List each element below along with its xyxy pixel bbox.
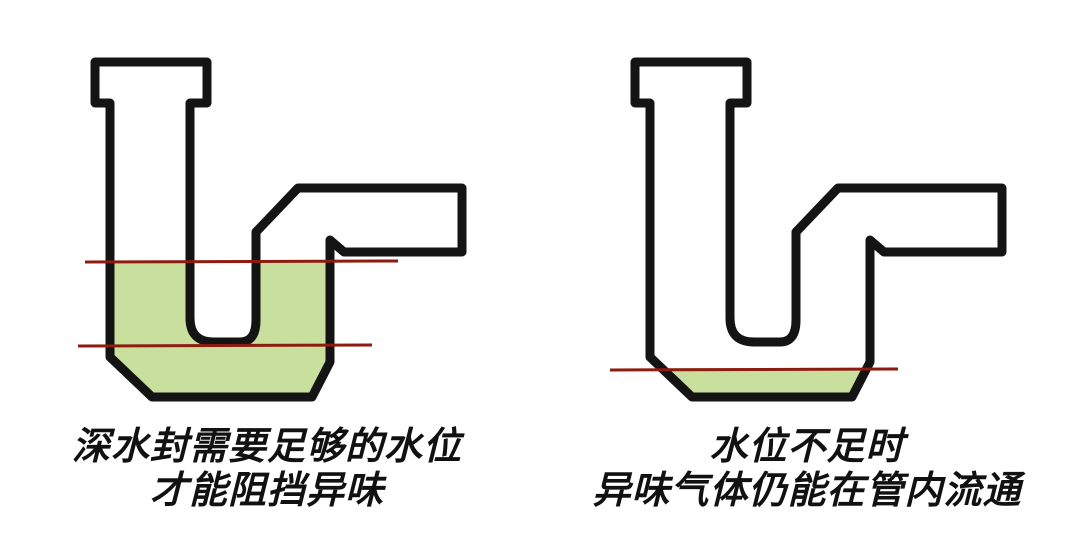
caption-shallow-seal: 水位不足时 异味气体仍能在管内流通 bbox=[552, 424, 1062, 512]
water-level-line-high bbox=[84, 259, 399, 264]
caption-deep-seal-line1: 深水封需要足够的水位 bbox=[71, 424, 462, 468]
pipe-figure-deep-seal bbox=[77, 62, 478, 402]
water-level-line-low bbox=[77, 343, 373, 348]
caption-deep-seal: 深水封需要足够的水位 才能阻挡异味 bbox=[12, 424, 522, 512]
water-level-line-shallow bbox=[609, 367, 899, 372]
pipe-figure-shallow-seal bbox=[609, 62, 1018, 408]
pipe-body-right bbox=[635, 62, 1002, 397]
caption-deep-seal-line2: 才能阻挡异味 bbox=[149, 468, 384, 512]
caption-shallow-seal-line2: 异味气体仍能在管内流通 bbox=[592, 468, 1022, 512]
caption-shallow-seal-line1: 水位不足时 bbox=[709, 424, 905, 468]
water-fill-deep bbox=[95, 262, 462, 397]
